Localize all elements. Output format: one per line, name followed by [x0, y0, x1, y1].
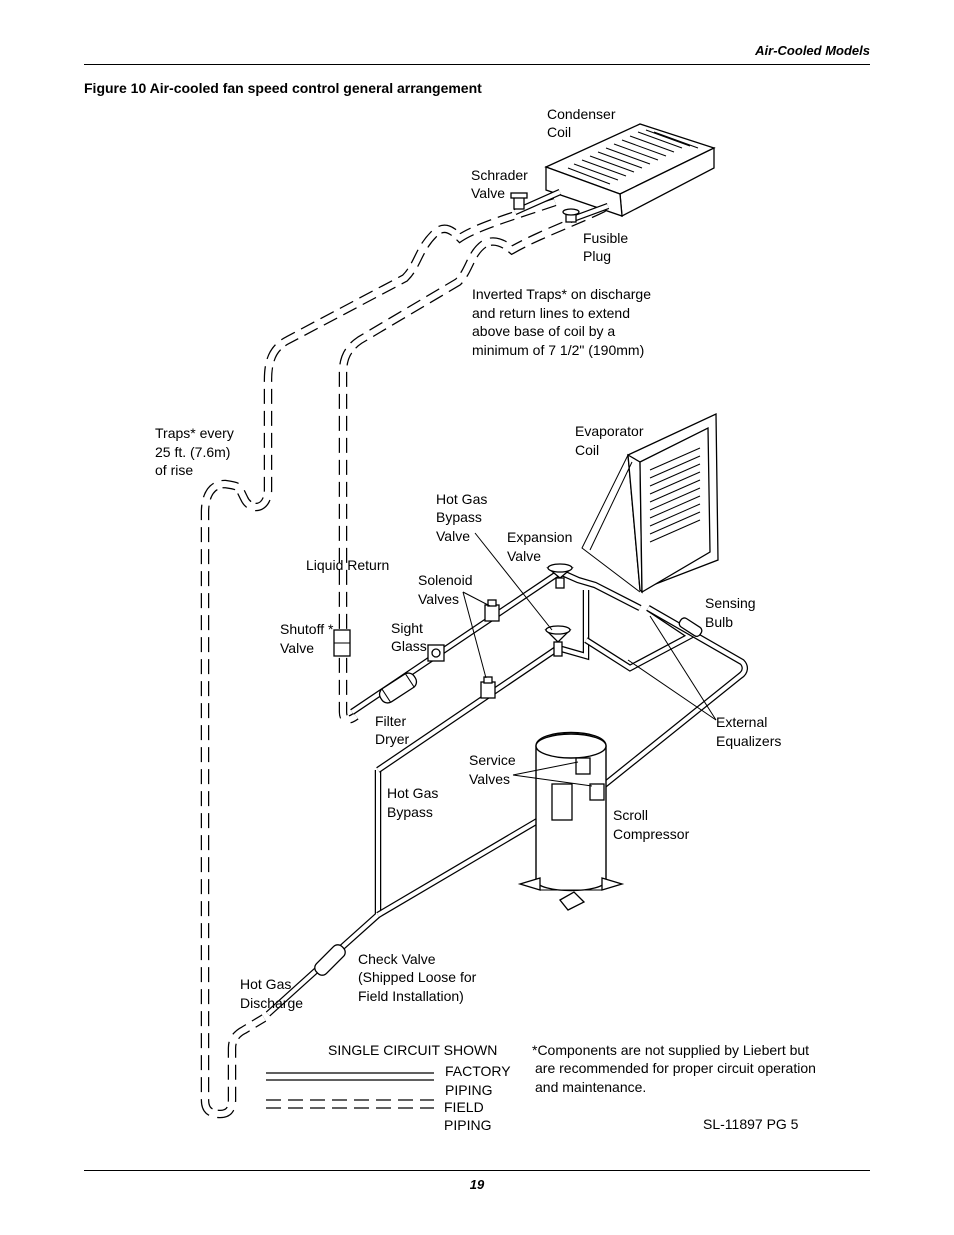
- filter-dryer: [378, 672, 418, 704]
- shutoff-valve: [333, 629, 351, 657]
- section-header: Air-Cooled Models: [755, 43, 870, 58]
- footer-rule: [84, 1170, 870, 1171]
- sight-glass: [427, 644, 445, 662]
- solenoid-valve-upper: [484, 599, 500, 622]
- solenoid-valve-lower: [480, 676, 496, 699]
- service-valve-suction: [575, 757, 591, 775]
- scroll-compressor: [517, 731, 625, 911]
- condenser-coil: [510, 123, 716, 224]
- legend-title: SINGLE CIRCUIT SHOWN: [328, 1042, 497, 1058]
- figure-title: Figure 10 Air-cooled fan speed control g…: [84, 80, 482, 96]
- sensing-bulb: [678, 617, 703, 638]
- expansion-valve: [546, 563, 574, 589]
- leader-lines: [462, 532, 717, 787]
- check-valve: [314, 944, 346, 976]
- fusible-plug: [562, 208, 580, 223]
- legend-lines: [266, 1072, 434, 1109]
- schrader-valve: [510, 192, 528, 210]
- page-number: 19: [469, 1177, 485, 1192]
- components-note: *Components are not supplied by Liebert …: [532, 1042, 816, 1095]
- field-piping: [200, 197, 606, 1119]
- shutoff-valve-label: Shutoff *Valve: [280, 621, 334, 656]
- hot-gas-bypass-valve: [544, 625, 572, 657]
- liquid-return-label: Liquid Return: [306, 557, 389, 573]
- service-valve-discharge: [589, 783, 605, 801]
- header-rule: [84, 64, 870, 65]
- drawing-id: SL-11897 PG 5: [703, 1116, 799, 1132]
- evaporator-coil: [581, 412, 719, 594]
